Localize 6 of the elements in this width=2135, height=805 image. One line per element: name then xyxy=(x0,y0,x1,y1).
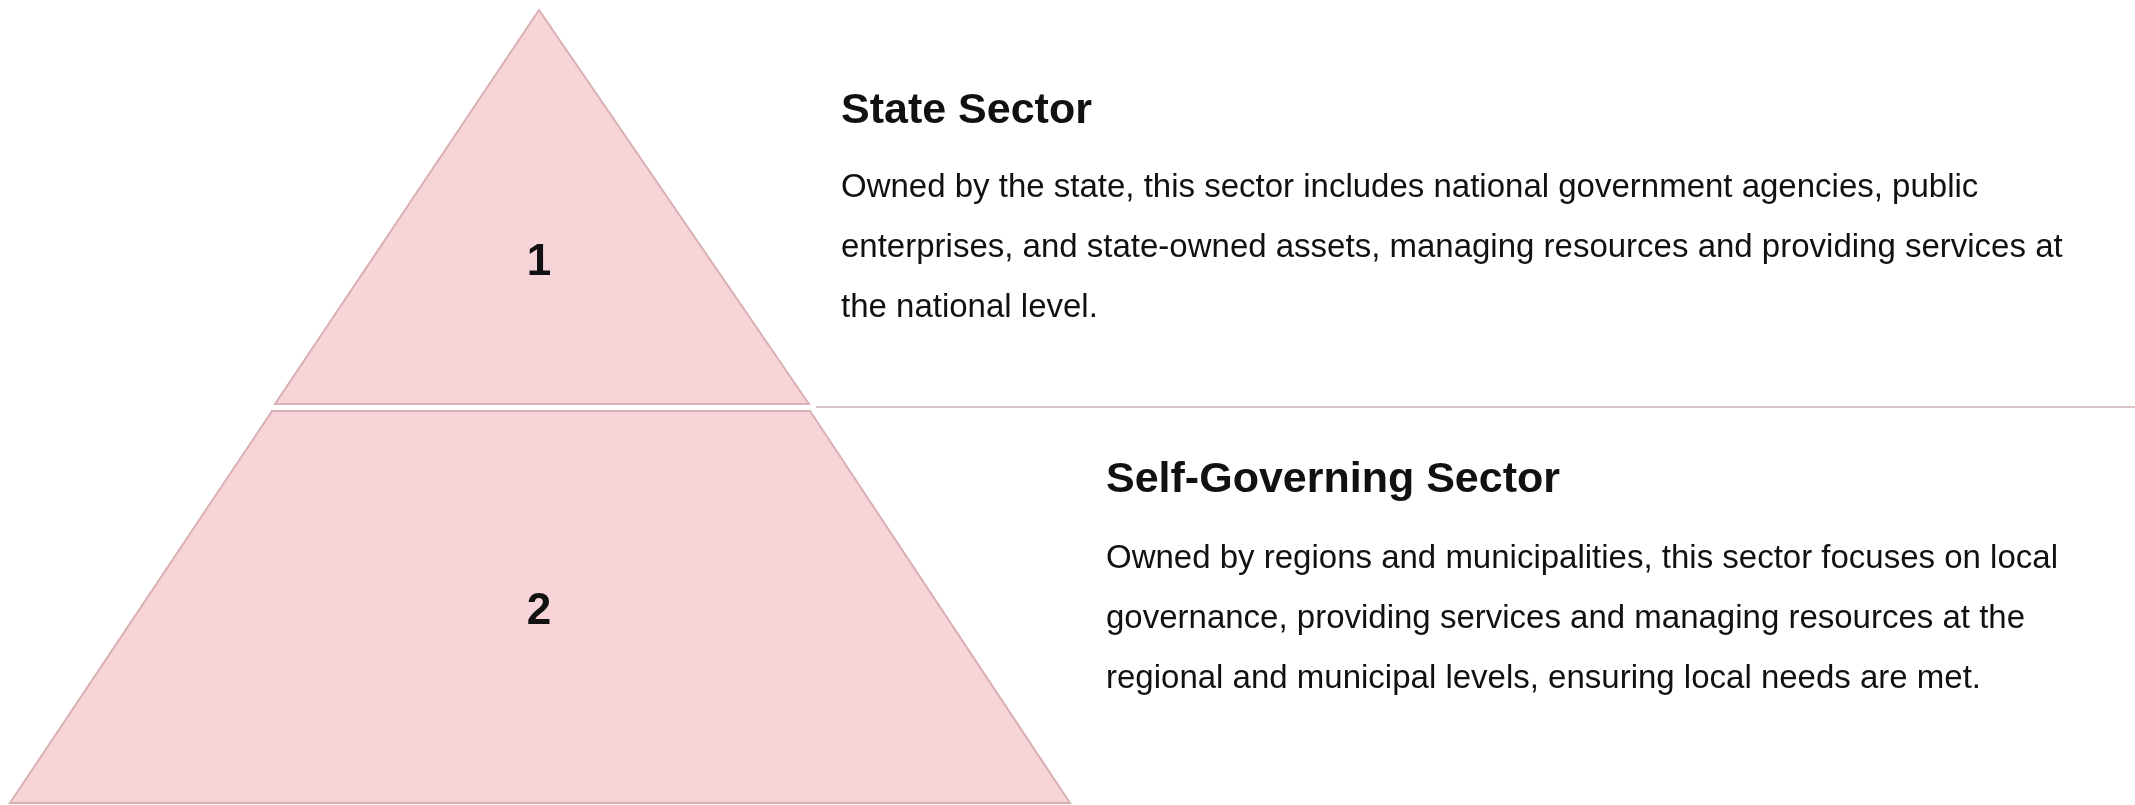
sector-heading: Self-Governing Sector xyxy=(1106,453,1560,502)
sector-heading: State Sector xyxy=(841,84,1092,133)
sector-description: Owned by the state, this sector includes national government agencies, public enterprises, and state-owned assets, managing resources and providing services at the national level. xyxy=(841,166,2064,326)
level-number: 1 xyxy=(526,235,552,285)
level-number: 2 xyxy=(526,584,552,634)
sector-description: Owned by regions and municipalities, this sector focuses on local governance, providing services and managing resources at the regional and municipal levels, ensuring local needs are met. xyxy=(1106,537,2059,697)
